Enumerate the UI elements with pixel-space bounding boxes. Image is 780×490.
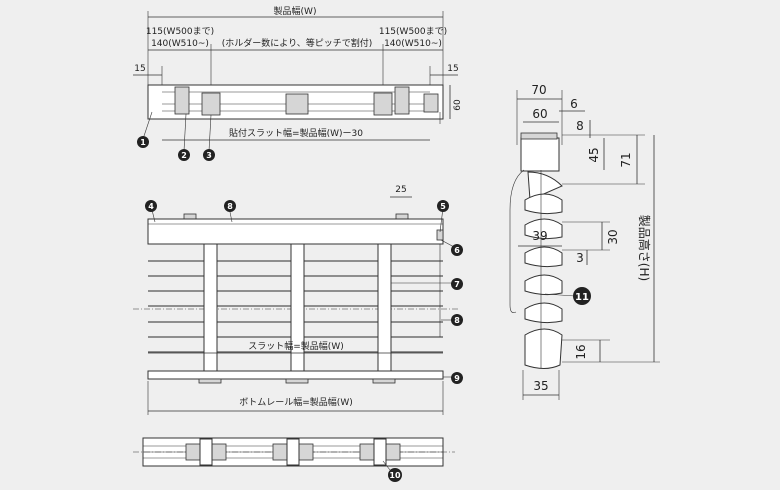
top-view: 製品幅(W) 115(W500まで) 140(W510~) 115(W500まで… (133, 5, 463, 152)
right-offset-label-1: 115(W500まで) (379, 26, 447, 37)
dim-70-label: 70 (531, 83, 546, 97)
front-view: 25 スラット幅=製品幅(W) ボトムレール幅=製品幅(W) (133, 185, 458, 415)
callout-8-top: 8 (224, 200, 236, 212)
dim-30-label: 30 (606, 229, 620, 244)
svg-text:9: 9 (454, 374, 460, 383)
bottom-view (133, 437, 455, 471)
right-margin-label: 15 (447, 64, 458, 74)
svg-text:3: 3 (206, 151, 212, 160)
product-width-label: 製品幅(W) (274, 5, 317, 17)
top-dim-label: 25 (395, 185, 406, 195)
dim-16-label: 16 (574, 344, 588, 359)
dim-60-label: 60 (532, 107, 547, 121)
callout-8: 8 (451, 314, 463, 326)
product-height-label: 製品高さ(H) (637, 215, 652, 281)
callout-1: 1 (137, 136, 149, 148)
bonded-slat-width-note: 貼付スラット幅=製品幅(W)ー30 (229, 127, 363, 139)
svg-text:6: 6 (454, 246, 460, 255)
left-margin-label: 15 (134, 64, 145, 74)
dim-71-label: 71 (619, 152, 633, 167)
callout-11: 11 (573, 287, 591, 305)
callout-5: 5 (437, 200, 449, 212)
bottom-rail-width-note: ボトムレール幅=製品幅(W) (239, 396, 352, 408)
left-offset-label-1: 115(W500まで) (146, 26, 214, 37)
callout-3: 3 (203, 149, 215, 161)
callout-10: 10 (388, 468, 402, 482)
svg-text:8: 8 (227, 202, 233, 211)
callout-6: 6 (451, 244, 463, 256)
svg-text:1: 1 (140, 138, 146, 147)
svg-text:8: 8 (454, 316, 460, 325)
callout-4: 4 (145, 200, 157, 212)
callout-7: 7 (451, 278, 463, 290)
svg-text:5: 5 (440, 202, 446, 211)
dim-6-label: 6 (570, 97, 578, 111)
slat-width-note: スラット幅=製品幅(W) (248, 340, 343, 352)
right-offset-label-2: 140(W510~) (384, 39, 442, 49)
svg-text:11: 11 (575, 292, 589, 303)
svg-text:2: 2 (181, 151, 187, 160)
svg-text:4: 4 (148, 202, 154, 211)
depth-label: 60 (453, 99, 463, 111)
dim-3-label: 3 (576, 251, 584, 265)
svg-text:10: 10 (389, 471, 401, 480)
callout-9: 9 (451, 372, 463, 384)
dim-35-label: 35 (533, 379, 548, 393)
callout-2: 2 (178, 149, 190, 161)
dim-39-label: 39 (532, 229, 547, 243)
side-view: 70 60 6 8 45 71 39 (509, 83, 660, 400)
holder-pitch-note: (ホルダー数により、等ピッチで割付) (222, 37, 372, 49)
dim-8-label: 8 (576, 119, 584, 133)
dim-45-label: 45 (587, 147, 601, 162)
svg-text:7: 7 (454, 280, 460, 289)
left-offset-label-2: 140(W510~) (151, 39, 209, 49)
